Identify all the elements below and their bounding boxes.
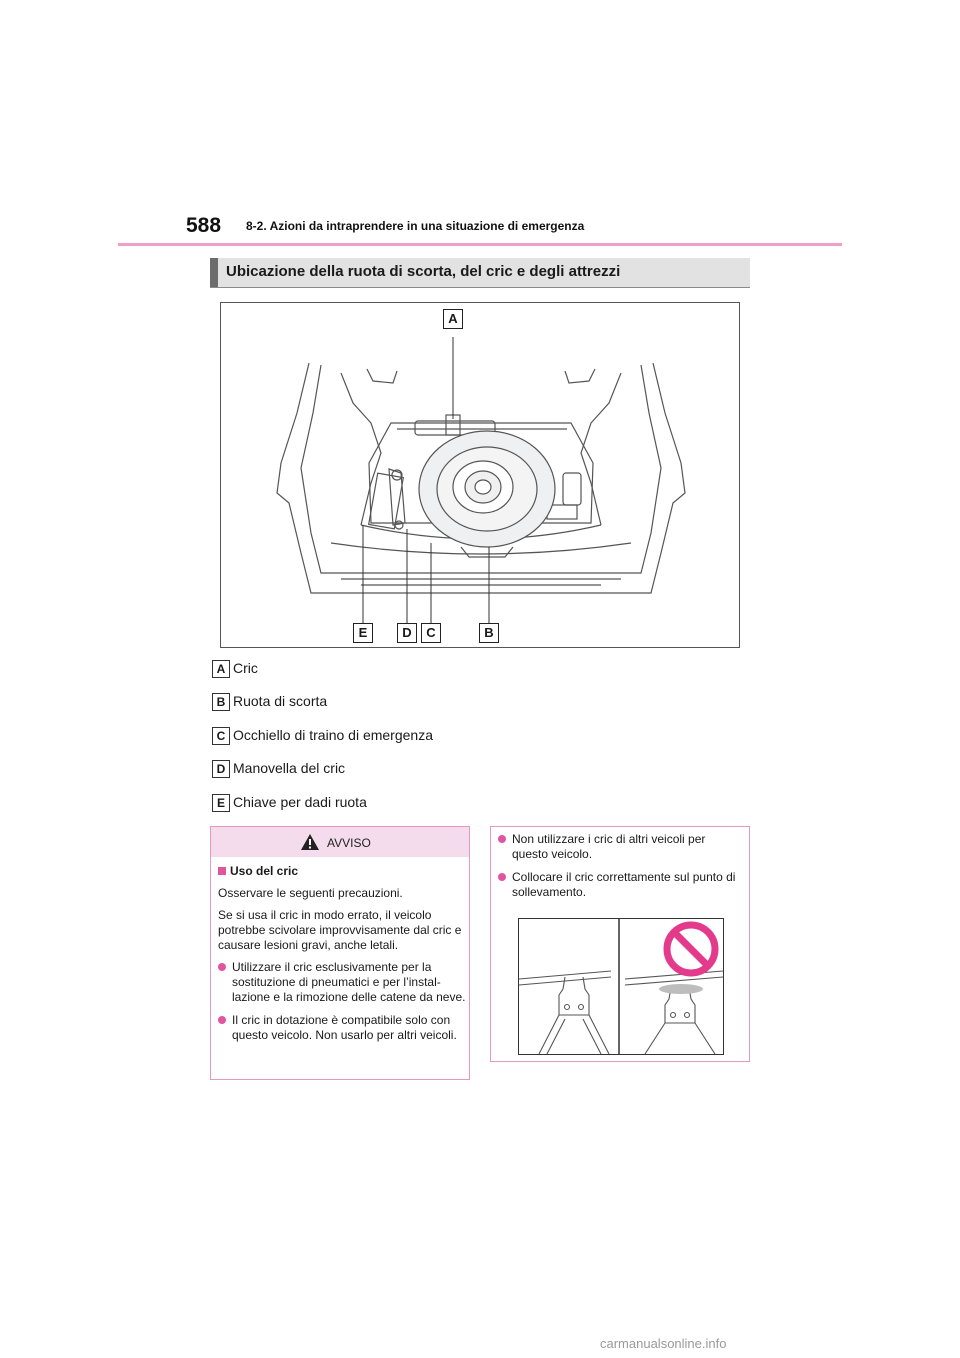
- bullet-dot-icon: [498, 835, 506, 843]
- callout-b: B: [479, 623, 499, 643]
- warning-body: Uso del cric Osservare le seguenti preca…: [218, 864, 466, 1051]
- running-header: 8-2. Azioni da intraprendere in una situ…: [246, 219, 585, 233]
- legend-text: Chiave per dadi ruota: [233, 794, 367, 810]
- bullet-dot-icon: [498, 873, 506, 881]
- warning-triangle-icon: [301, 834, 319, 850]
- bullet-dot-icon: [218, 1016, 226, 1024]
- callout-d: D: [397, 623, 417, 643]
- warning-paragraph: Se si usa il cric in modo errato, il vei…: [218, 908, 462, 952]
- callout-a: A: [443, 309, 463, 329]
- legend-letter: D: [212, 760, 230, 778]
- legend-letter: C: [212, 727, 230, 745]
- legend-letter: E: [212, 794, 230, 812]
- square-bullet-icon: [218, 867, 226, 875]
- warning-bullet: Collocare il cric correttamente sul punt…: [498, 870, 743, 900]
- warning-subhead: Uso del cric: [218, 864, 466, 879]
- warning-intro: Osservare le seguenti precauzioni.: [218, 886, 403, 900]
- legend-text: Manovella del cric: [233, 760, 346, 776]
- callout-c: C: [421, 623, 441, 643]
- legend-letter: A: [212, 660, 230, 678]
- section-title-text: Ubicazione della ruota di scorta, del cr…: [226, 263, 621, 280]
- jack-placement-illustration: [518, 918, 724, 1055]
- trunk-illustration: A E D C B: [220, 302, 740, 648]
- warning-bullet: Il cric in dotazione è compatibile solo …: [218, 1013, 466, 1043]
- section-title-bar: [210, 258, 218, 287]
- legend-letter: B: [212, 693, 230, 711]
- jack-placement-drawing: [518, 919, 724, 1055]
- warning-box: AVVISO Uso del cric Osservare le seguent…: [210, 826, 470, 1080]
- prohibition-icon: [663, 921, 719, 977]
- callout-e: E: [353, 623, 373, 643]
- legend-text: Occhiello di traino di emergenza: [233, 727, 433, 743]
- warning-bullet: Utilizzare il cric esclusivamente per la…: [218, 960, 466, 1005]
- legend-text: Cric: [233, 660, 258, 676]
- warning-continued-box: Non utilizzare i cric di altri veicoli p…: [490, 826, 750, 1062]
- trunk-drawing: [276, 337, 686, 623]
- warning-header: AVVISO: [211, 827, 469, 857]
- legend-text: Ruota di scorta: [233, 693, 328, 709]
- bullet-dot-icon: [218, 963, 226, 971]
- header-rule: [118, 243, 842, 246]
- section-title: Ubicazione della ruota di scorta, del cr…: [210, 258, 750, 288]
- warning-bullet: Non utilizzare i cric di altri veicoli p…: [498, 832, 743, 862]
- watermark: carmanualsonline.info: [600, 1336, 727, 1351]
- warning-continued-body: Non utilizzare i cric di altri veicoli p…: [498, 832, 743, 908]
- page-number: 588: [186, 214, 222, 237]
- warning-label: AVVISO: [327, 836, 371, 850]
